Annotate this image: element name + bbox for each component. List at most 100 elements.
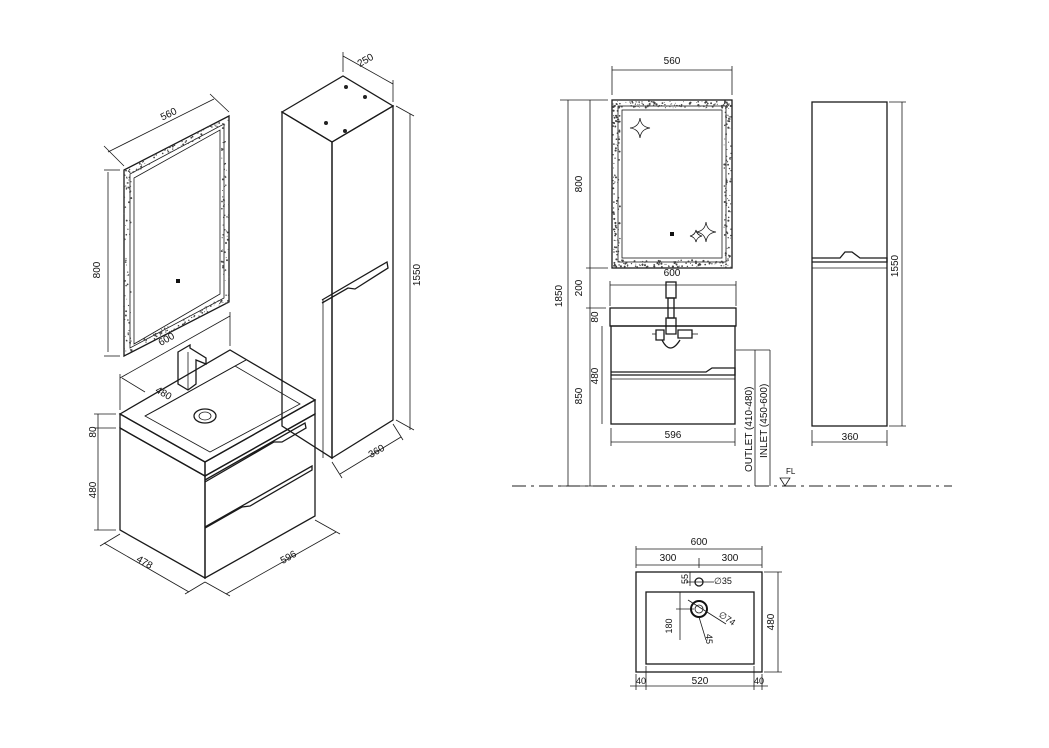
frame-speckle <box>128 187 130 189</box>
iso-vanity <box>94 312 341 597</box>
frame-speckle <box>135 168 138 170</box>
frame-speckle <box>723 102 726 105</box>
frame-speckle <box>729 104 732 107</box>
frame-speckle <box>715 100 718 103</box>
frame-speckle <box>222 301 224 304</box>
frame-speckle <box>203 129 205 131</box>
frame-speckle <box>641 101 643 103</box>
frame-speckle <box>132 171 135 173</box>
frame-speckle <box>714 263 716 265</box>
frame-speckle <box>220 250 223 253</box>
frame-speckle <box>183 319 185 321</box>
frame-speckle <box>726 155 728 158</box>
frame-speckle <box>221 207 223 210</box>
frame-speckle <box>725 225 728 228</box>
frame-speckle <box>167 149 169 151</box>
frame-speckle <box>725 181 728 184</box>
frame-speckle <box>126 283 129 286</box>
frame-speckle <box>656 262 659 265</box>
frame-speckle <box>125 185 127 187</box>
frame-speckle <box>615 115 617 116</box>
frame-speckle <box>614 234 617 237</box>
frame-speckle <box>227 248 229 250</box>
frame-speckle <box>617 252 619 254</box>
frame-speckle <box>125 176 128 179</box>
frame-speckle <box>123 305 125 307</box>
frame-speckle <box>223 270 225 272</box>
frame-speckle <box>223 231 225 233</box>
frame-speckle <box>728 246 730 249</box>
frame-speckle <box>167 326 169 328</box>
frame-speckle <box>680 105 682 108</box>
frame-speckle <box>224 175 226 177</box>
frame-speckle <box>664 263 666 265</box>
front-mirror-height-label: 800 <box>574 175 585 192</box>
frame-speckle <box>127 333 129 336</box>
frame-speckle <box>722 261 723 263</box>
frame-speckle <box>613 201 615 203</box>
frame-speckle <box>191 140 194 142</box>
frame-speckle <box>182 143 185 146</box>
plan-inner-width-label: 520 <box>692 676 709 687</box>
frame-speckle <box>653 101 655 103</box>
frame-speckle <box>222 190 223 191</box>
frame-speckle <box>675 107 677 108</box>
frame-speckle <box>125 259 127 261</box>
frame-speckle <box>658 260 662 263</box>
frame-speckle <box>128 179 130 181</box>
frame-speckle <box>657 106 659 108</box>
frame-speckle <box>227 216 230 219</box>
frame-speckle <box>619 261 621 263</box>
frame-speckle <box>166 329 169 332</box>
frame-speckle <box>695 261 697 263</box>
frame-speckle <box>697 100 700 103</box>
frame-speckle <box>730 228 732 230</box>
frame-speckle <box>173 144 176 147</box>
front-mirror <box>611 99 733 269</box>
frame-speckle <box>201 309 203 311</box>
plan-half-right-label: 300 <box>722 553 739 564</box>
frame-speckle <box>727 163 730 166</box>
iso-mirror-height-label: 800 <box>92 261 103 278</box>
frame-speckle <box>706 106 708 108</box>
frame-speckle <box>617 149 619 151</box>
frame-speckle <box>615 199 619 202</box>
frame-speckle <box>222 205 225 208</box>
frame-speckle <box>616 120 618 123</box>
frame-speckle <box>129 233 131 235</box>
frame-speckle <box>730 266 732 268</box>
frame-speckle <box>729 237 731 239</box>
frame-speckle <box>725 215 727 217</box>
frame-speckle <box>705 107 707 109</box>
frame-speckle <box>123 174 126 177</box>
frame-speckle <box>730 116 732 118</box>
frame-speckle <box>725 116 727 118</box>
frame-speckle <box>696 102 698 103</box>
frame-speckle <box>181 323 184 326</box>
frame-speckle <box>124 318 126 320</box>
frame-speckle <box>698 263 701 265</box>
frame-speckle <box>199 311 201 313</box>
frame-speckle <box>634 102 636 104</box>
frame-speckle <box>227 299 229 302</box>
frame-speckle <box>618 129 621 132</box>
frame-speckle <box>629 101 631 103</box>
frame-speckle <box>613 251 615 253</box>
frame-speckle <box>139 163 141 165</box>
frame-speckle <box>676 265 679 268</box>
frame-speckle <box>181 141 183 143</box>
frame-speckle <box>213 304 215 306</box>
front-cabinet-width-label: 360 <box>842 432 859 443</box>
frame-speckle <box>612 103 614 105</box>
frame-speckle <box>660 262 663 265</box>
frame-speckle <box>646 265 649 268</box>
frame-speckle <box>123 238 126 241</box>
frame-speckle <box>201 312 204 314</box>
frame-speckle <box>730 169 732 172</box>
frame-speckle <box>198 314 200 316</box>
frame-speckle <box>221 178 224 181</box>
outlet-label: OUTLET (410-480) <box>744 387 755 472</box>
front-base-width-label: 596 <box>665 430 682 441</box>
frame-speckle <box>618 261 620 263</box>
